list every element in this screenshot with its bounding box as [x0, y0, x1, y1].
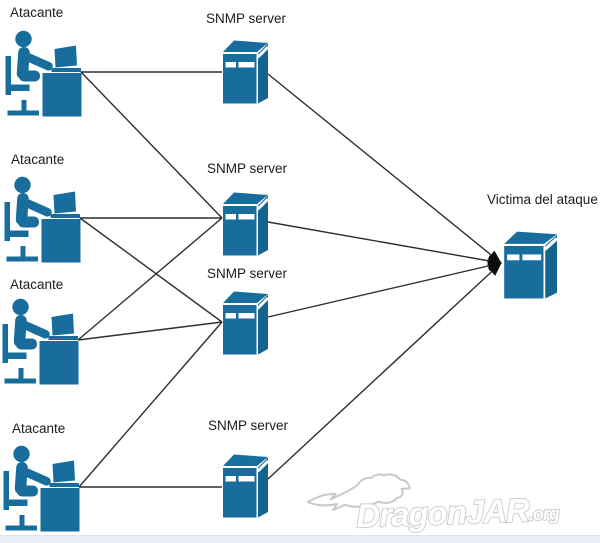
attacker-3-icon	[2, 298, 79, 385]
snmp-server-2-icon	[222, 191, 268, 256]
footer-strip	[0, 535, 600, 543]
snmp-server-3-icon	[222, 290, 268, 355]
edge-s4-to-v	[267, 262, 502, 480]
snmp-server-3-label: SNMP server	[207, 266, 288, 281]
snmp-server-1-icon	[222, 39, 268, 104]
snmp-server-2-label: SNMP server	[207, 161, 288, 176]
dragonjar-watermark: DragonJAR.org	[306, 473, 561, 535]
edge-a3-to-s3	[77, 321, 223, 341]
edge-s2-to-v	[267, 221, 502, 267]
victim-server-icon	[503, 229, 557, 299]
edge-a4-to-s3	[78, 321, 223, 488]
edge-a2-to-s3	[79, 217, 223, 323]
attacker-4-icon	[3, 445, 80, 532]
snmp-server-4-icon	[222, 453, 268, 518]
edge-s1-to-v	[267, 73, 502, 264]
edge-s3-to-v	[267, 260, 502, 318]
attacker-1-label: Atacante	[10, 5, 64, 20]
edge-a1-to-s2	[80, 71, 223, 219]
victim-label: Victima del ataque	[487, 192, 598, 207]
attacker-2-label: Atacante	[11, 152, 65, 167]
watermark-text: DragonJAR.org	[356, 490, 561, 534]
attacker-2-icon	[4, 176, 81, 263]
dragon-logo-icon	[306, 473, 411, 512]
snmp-server-4-label: SNMP server	[208, 418, 289, 433]
attacker-3-label: Atacante	[10, 277, 64, 292]
snmp-server-1-label: SNMP server	[206, 11, 287, 26]
edge-a3-to-s2	[77, 217, 223, 341]
attacker-4-label: Atacante	[12, 421, 66, 436]
attacker-1-icon	[5, 30, 82, 117]
